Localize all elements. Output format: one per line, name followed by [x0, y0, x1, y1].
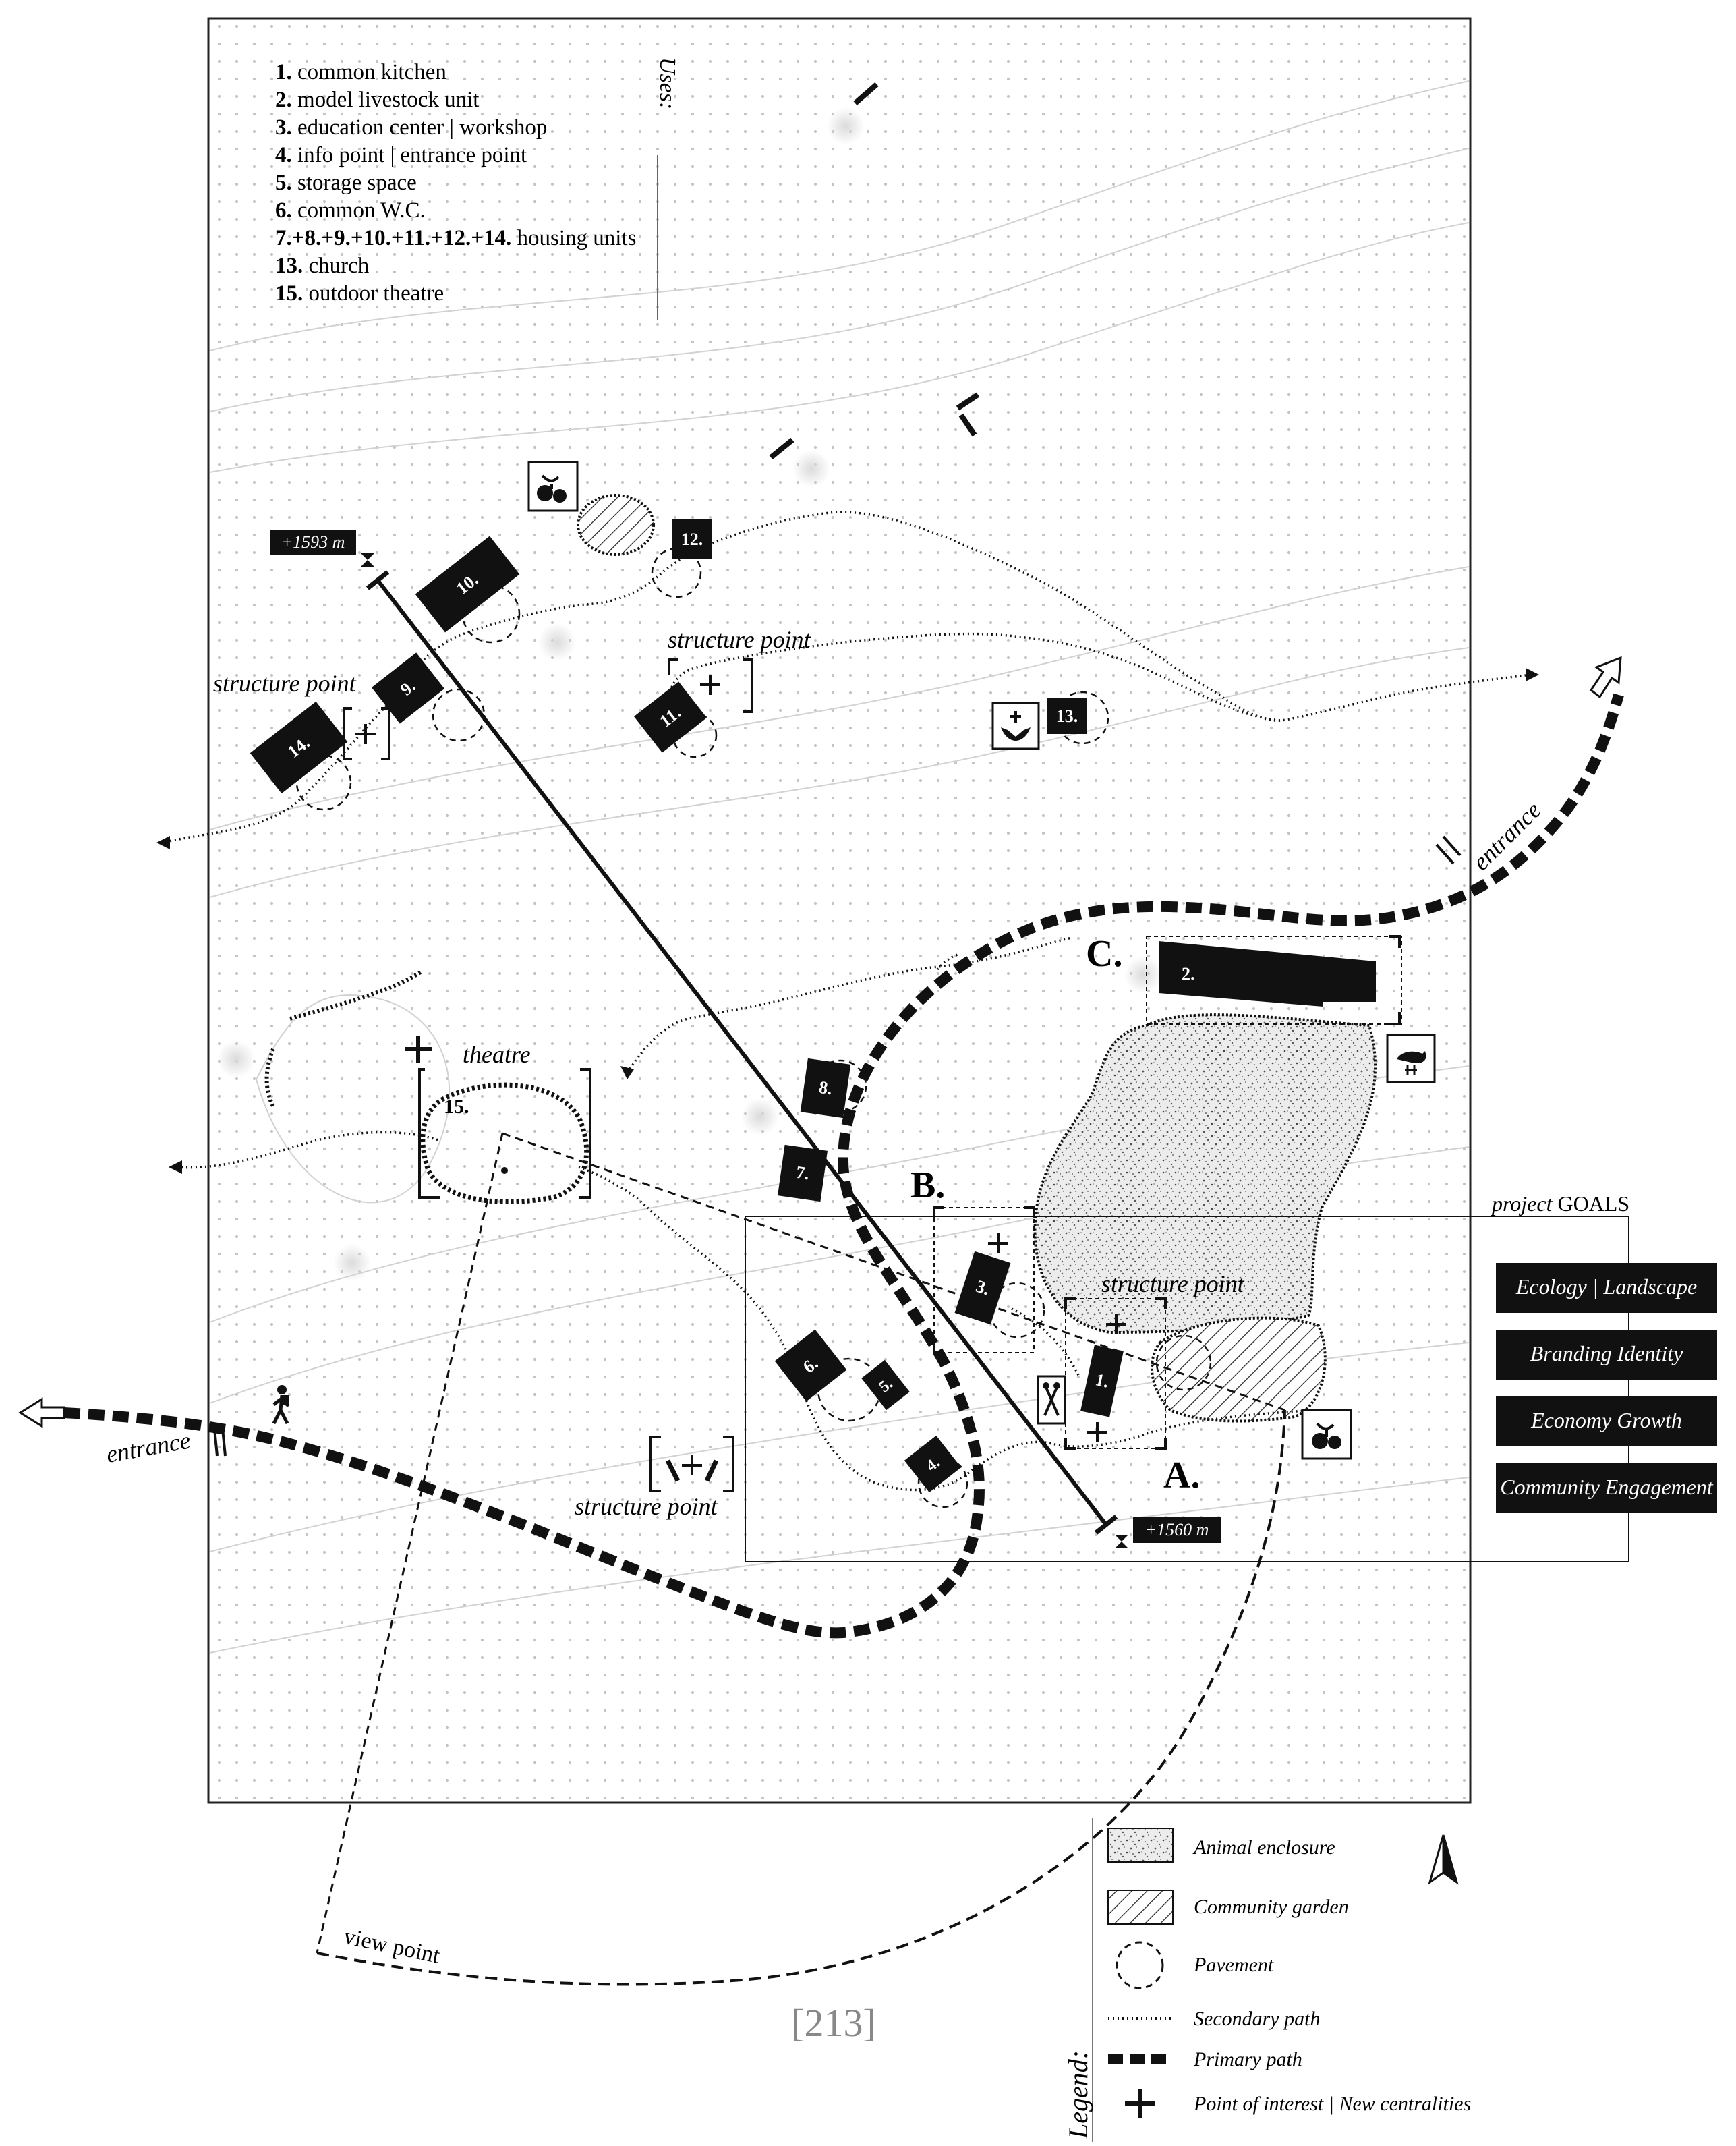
- zone-c-label: C.: [1086, 933, 1122, 975]
- building-2: 2.: [1159, 941, 1376, 1007]
- svg-text:Branding Identity: Branding Identity: [1530, 1341, 1683, 1365]
- elevation-marker-icon: [1115, 1535, 1128, 1548]
- uses-item-7: 7.+8.+9.+10.+11.+12.+14. housing units: [275, 226, 636, 250]
- building-6: 6.: [774, 1329, 847, 1402]
- page-number: [213]: [791, 2001, 876, 2045]
- church-icon: [991, 702, 1040, 750]
- uses-item-9: 15. outdoor theatre: [275, 281, 444, 306]
- vegetation-blobs: [217, 107, 1162, 1282]
- svg-text:12.: 12.: [681, 530, 703, 549]
- secondary-paths: [165, 511, 1532, 1492]
- goal-branding: Branding Identity: [1496, 1330, 1717, 1380]
- tools-icon: [1037, 1375, 1066, 1425]
- structure-point-markers: [343, 658, 1126, 1492]
- svg-text:Economy Growth: Economy Growth: [1530, 1408, 1682, 1432]
- svg-text:Secondary path: Secondary path: [1194, 2008, 1320, 2030]
- uses-item-4: 4. info point | entrance point: [275, 143, 527, 167]
- svg-text:Pavement: Pavement: [1193, 1954, 1274, 1976]
- building-7: 7.: [778, 1144, 828, 1202]
- uses-item-2: 2. model livestock unit: [275, 88, 479, 112]
- building-4: 4.: [904, 1435, 962, 1493]
- elevation-top: +1593 m: [270, 530, 374, 567]
- uses-heading: Uses:: [655, 57, 680, 109]
- goals-panel: project GOALS Ecology | Landscape Brandi…: [1491, 1191, 1717, 1562]
- hiker-icon: [272, 1385, 290, 1425]
- svg-text:Animal enclosure: Animal enclosure: [1192, 1836, 1335, 1859]
- svg-text:8.: 8.: [817, 1077, 833, 1098]
- community-garden-north: [577, 494, 655, 556]
- goals-title: project GOALS: [1491, 1191, 1629, 1216]
- legend-pavement: Pavement: [1116, 1941, 1274, 1989]
- legend-primary-path: Primary path: [1108, 2048, 1302, 2070]
- label-entrance-west: entrance: [104, 1427, 192, 1468]
- svg-text:7.: 7.: [794, 1162, 810, 1183]
- label-view-point: view point: [341, 1924, 442, 1969]
- livestock-icon: [1386, 1034, 1436, 1083]
- legend-point-of-interest: Point of interest | New centralities: [1125, 2089, 1471, 2118]
- community-garden-south: [1151, 1316, 1327, 1423]
- primary-path-arrows: [18, 656, 1622, 1428]
- outdoor-theatre: [405, 1036, 591, 1204]
- entrance-gates: [213, 835, 1462, 1457]
- legend-animal-enclosure: Animal enclosure: [1107, 1828, 1335, 1863]
- path-arrowheads: [156, 668, 1539, 1174]
- label-structure-point-west: structure point: [213, 670, 357, 697]
- goal-community: Community Engagement: [1496, 1463, 1717, 1513]
- building-15: 15.: [444, 1096, 469, 1118]
- label-entrance-east: entrance: [1467, 796, 1546, 875]
- building-13: 13.: [1047, 698, 1087, 734]
- garden-icon: [527, 461, 579, 512]
- zone-b-label: B.: [910, 1164, 945, 1206]
- uses-item-3: 3. education center | workshop: [275, 115, 547, 140]
- svg-text:2.: 2.: [1182, 964, 1195, 984]
- svg-text:13.: 13.: [1056, 706, 1078, 726]
- north-arrow-icon: [1428, 1834, 1459, 1885]
- svg-text:Community Engagement: Community Engagement: [1500, 1475, 1714, 1499]
- building-5: 5.: [861, 1359, 910, 1411]
- elevation-bottom: +1560 m: [1115, 1517, 1221, 1548]
- svg-text:Ecology | Landscape: Ecology | Landscape: [1515, 1274, 1697, 1299]
- buildings: 1. 2. 3. 4. 5. 6. 7. 8.: [250, 519, 1376, 1493]
- legend-secondary-path: Secondary path: [1108, 2008, 1320, 2030]
- building-1: 1.: [1080, 1345, 1124, 1417]
- uses-item-1: 1. common kitchen: [275, 60, 446, 84]
- label-structure-point-north: structure point: [668, 626, 811, 653]
- label-structure-point-south: structure point: [575, 1493, 718, 1520]
- building-12: 12.: [672, 519, 712, 559]
- uses-item-5: 5. storage space: [275, 171, 417, 195]
- building-11: 11.: [633, 681, 707, 753]
- svg-text:Primary path: Primary path: [1193, 2048, 1302, 2070]
- building-9: 9.: [371, 652, 445, 724]
- legend-heading: Legend:: [1063, 2050, 1093, 2139]
- garden-icon: [1301, 1409, 1352, 1460]
- building-14: 14.: [250, 701, 348, 794]
- zone-a-label: A.: [1163, 1455, 1200, 1496]
- legend: Legend: Animal enclosure Community garde…: [1063, 1818, 1471, 2142]
- label-theatre: theatre: [463, 1041, 531, 1068]
- legend-community-garden: Community garden: [1107, 1890, 1349, 1925]
- view-point-lines: [316, 1132, 1286, 1986]
- building-8: 8.: [800, 1058, 851, 1119]
- uses-item-6: 6. common W.C.: [275, 198, 426, 223]
- label-structure-point-east: structure point: [1101, 1270, 1245, 1297]
- main-axis: [366, 570, 1118, 1535]
- goal-ecology: Ecology | Landscape: [1496, 1263, 1717, 1313]
- svg-text:+1593 m: +1593 m: [281, 532, 345, 552]
- uses-item-8: 13. church: [275, 254, 370, 278]
- primary-paths: [63, 693, 1624, 1639]
- svg-text:+1560 m: +1560 m: [1145, 1520, 1209, 1540]
- goal-economy: Economy Growth: [1496, 1396, 1717, 1446]
- uses-list: Uses: 1. common kitchen 2. model livesto…: [275, 57, 680, 320]
- ruin-fragments: [769, 82, 980, 460]
- tree-rows: [264, 969, 423, 1108]
- building-10: 10.: [415, 536, 520, 633]
- svg-text:Community garden: Community garden: [1194, 1896, 1349, 1918]
- elevation-marker-icon: [361, 553, 374, 567]
- building-3: 3.: [954, 1251, 1011, 1325]
- svg-text:Point of interest | New centra: Point of interest | New centralities: [1193, 2093, 1471, 2115]
